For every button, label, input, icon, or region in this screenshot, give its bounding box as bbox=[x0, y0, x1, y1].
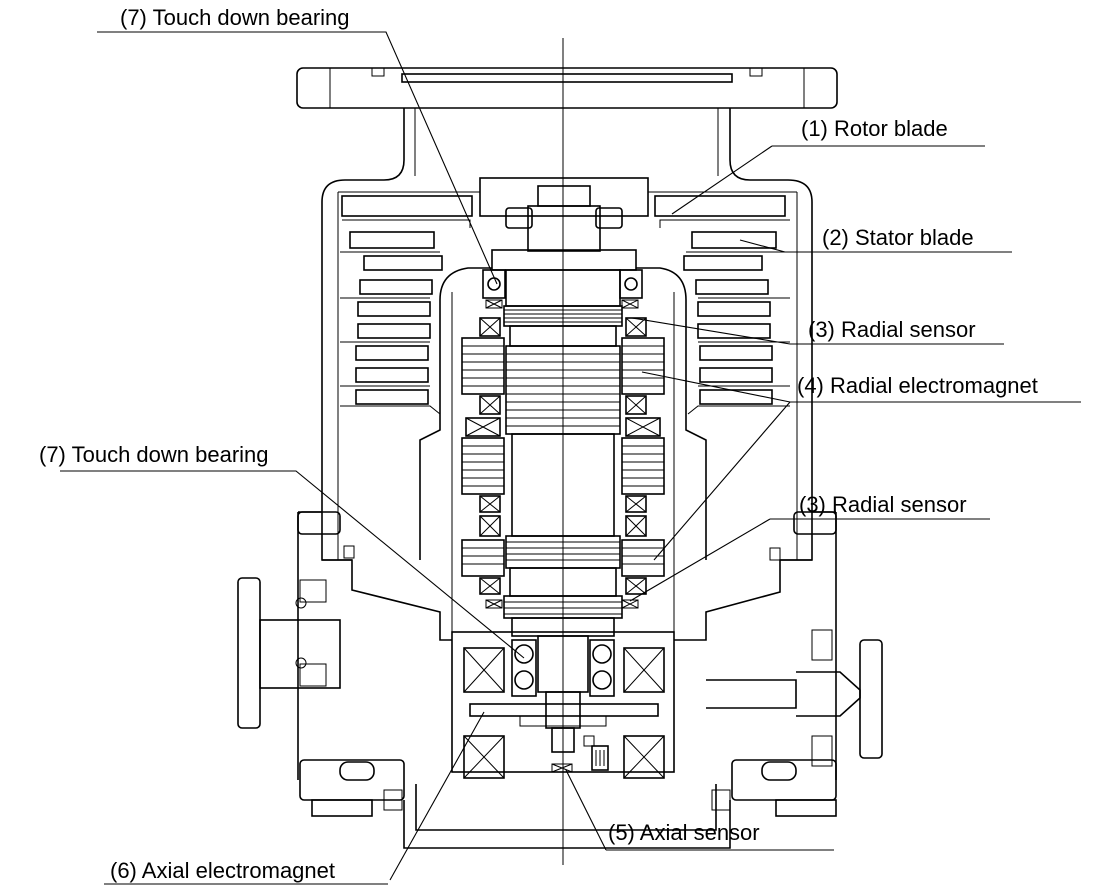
stator-housing bbox=[337, 191, 798, 560]
label-touch-down-bearing-top: (7) Touch down bearing bbox=[120, 5, 350, 30]
side-port-right bbox=[706, 629, 883, 767]
inlet-flange bbox=[296, 67, 838, 561]
side-port-left bbox=[237, 577, 341, 729]
touch-down-bearing-bottom-symbols bbox=[511, 639, 615, 697]
stator-blades bbox=[340, 219, 790, 415]
label-axial-electromagnet: (6) Axial electromagnet bbox=[110, 858, 335, 883]
label-stator-blade: (2) Stator blade bbox=[822, 225, 974, 250]
label-rotor-blade: (1) Rotor blade bbox=[801, 116, 948, 141]
axial-electromagnet-coils bbox=[463, 647, 665, 779]
radial-electromagnet-stacks bbox=[461, 317, 665, 595]
label-radial-sensor-bottom: (3) Radial sensor bbox=[799, 492, 967, 517]
label-touch-down-bearing-bottom: (7) Touch down bearing bbox=[39, 442, 269, 467]
axial-sensor-symbol bbox=[551, 735, 609, 773]
label-radial-sensor-top: (3) Radial sensor bbox=[808, 317, 976, 342]
leader-lines bbox=[60, 31, 1081, 881]
rotor-blades bbox=[341, 195, 786, 405]
rotor-hub bbox=[479, 177, 649, 271]
lower-housing bbox=[297, 511, 837, 849]
radial-sensor-markers bbox=[485, 299, 639, 609]
label-axial-sensor: (5) Axial sensor bbox=[608, 820, 760, 845]
label-radial-electromagnet: (4) Radial electromagnet bbox=[797, 373, 1038, 398]
rotor-shaft bbox=[503, 269, 623, 753]
